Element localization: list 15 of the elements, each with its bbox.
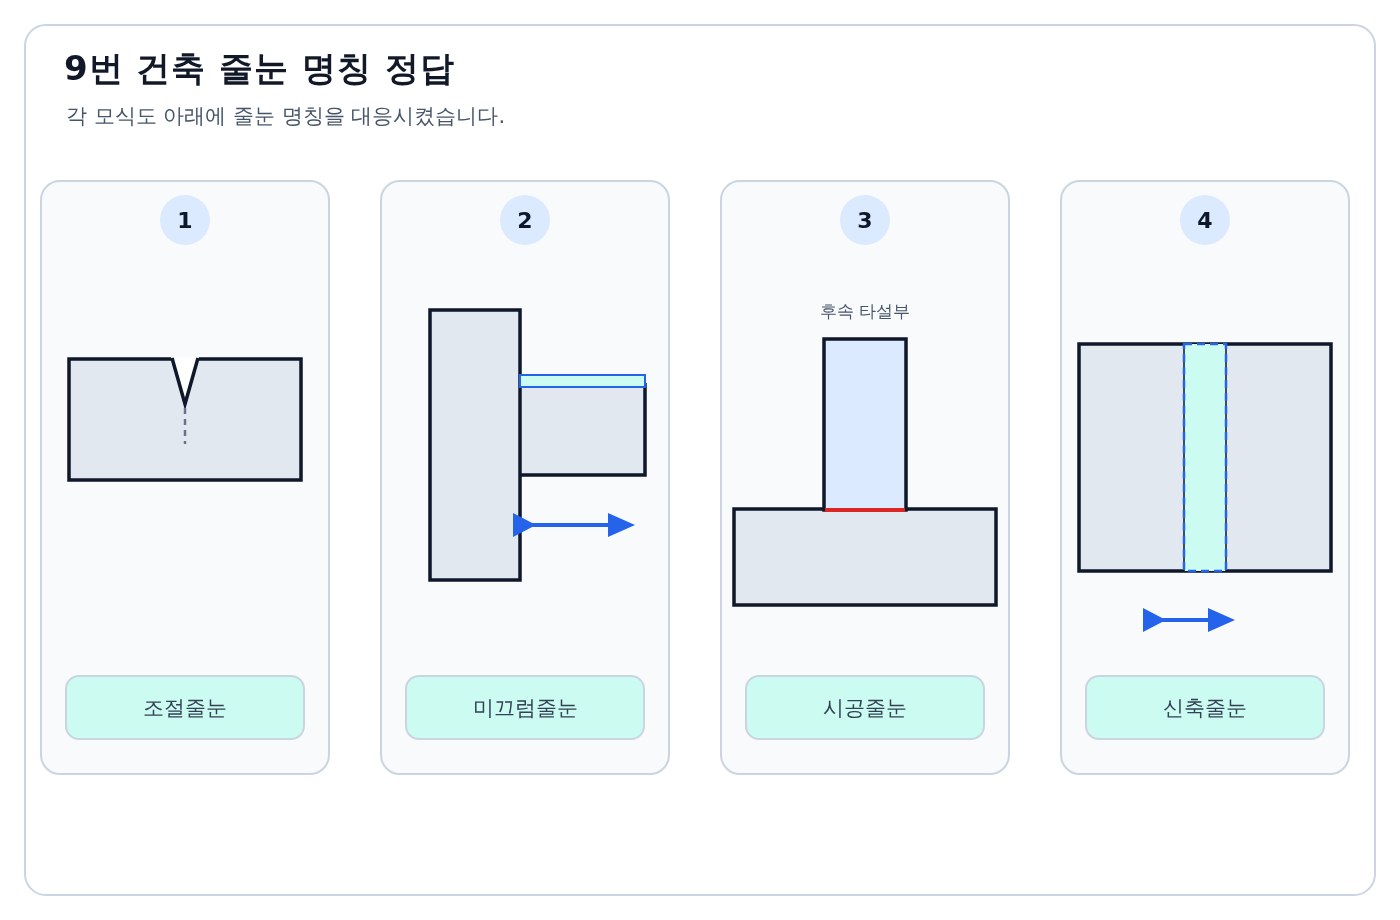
answer-tag: 시공줄눈 bbox=[745, 675, 985, 740]
number-badge: 3 bbox=[840, 195, 890, 245]
number-badge: 4 bbox=[1180, 195, 1230, 245]
part-label: 후속 타설부 bbox=[819, 301, 911, 322]
answer-tag: 신축줄눈 bbox=[1085, 675, 1325, 740]
answer-tag: 조절줄눈 bbox=[65, 675, 305, 740]
answer-tag: 미끄럼줄눈 bbox=[405, 675, 645, 740]
number-badge: 2 bbox=[500, 195, 550, 245]
answer-card bbox=[720, 180, 1010, 775]
number-badge: 1 bbox=[160, 195, 210, 245]
answer-card bbox=[40, 180, 330, 775]
answer-card bbox=[380, 180, 670, 775]
title: 9번 건축 줄눈 명칭 정답 bbox=[64, 48, 455, 89]
answer-card bbox=[1060, 180, 1350, 775]
subtitle: 각 모식도 아래에 줄눈 명칭을 대응시켰습니다. bbox=[66, 104, 506, 130]
